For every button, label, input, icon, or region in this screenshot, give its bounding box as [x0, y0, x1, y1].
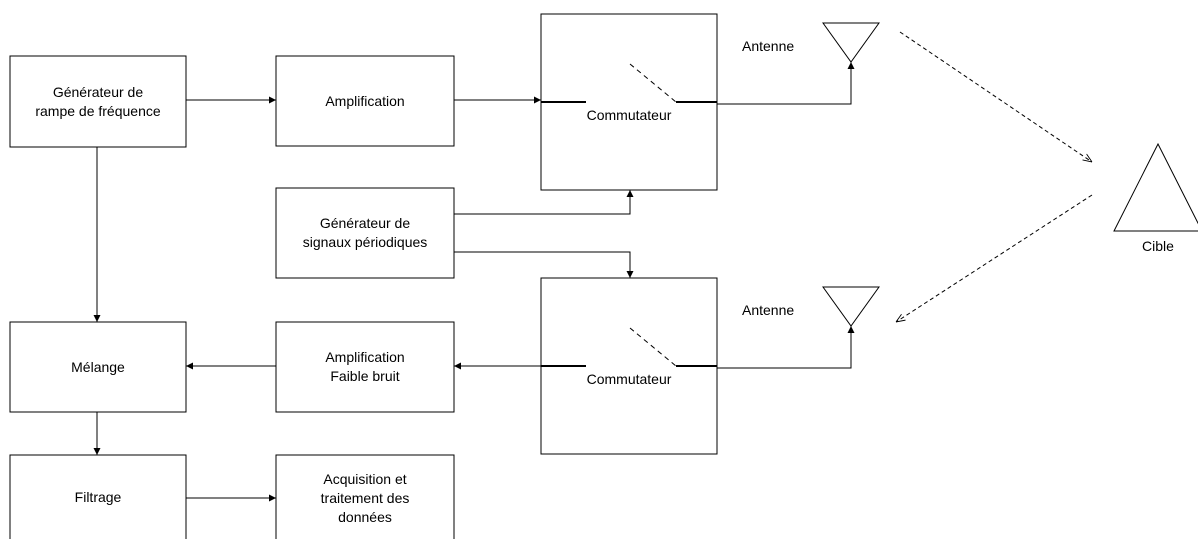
switch-tx-label: Commutateur — [586, 107, 672, 123]
acquisition-box — [275, 454, 455, 539]
lna-label: Amplification Faible bruit — [325, 349, 405, 384]
target-label: Cible — [1142, 238, 1174, 254]
antenna-tx-icon — [822, 22, 880, 63]
target-icon — [1113, 142, 1198, 232]
amplification-box — [275, 55, 455, 147]
tx-propagation-dashed-arrow — [899, 31, 1092, 162]
mixer-box — [9, 321, 187, 413]
signal-gen-to-switch-rx-arrow — [454, 251, 634, 278]
lna-box — [275, 321, 455, 413]
signal-generator-label: Générateur de signaux périodiques — [302, 215, 428, 250]
filter-box — [9, 454, 187, 539]
switch-tx-contacts — [541, 63, 717, 103]
signal-generator-box — [275, 187, 455, 279]
antenna-rx-icon — [822, 286, 880, 327]
switch-rx-contacts — [541, 327, 717, 367]
rx-propagation-dashed-arrow — [896, 194, 1093, 322]
filter-label: Filtrage — [74, 488, 122, 505]
amplification-label: Amplification — [325, 92, 405, 109]
antenna-tx-label: Antenne — [742, 38, 795, 54]
ramp-generator-label: Générateur de rampe de fréquence — [35, 83, 161, 119]
switch-tx-to-antenna-arrow — [717, 62, 855, 105]
signal-gen-to-switch-tx-arrow — [454, 190, 634, 215]
mixer-label: Mélange — [71, 358, 125, 375]
ramp-generator-box — [9, 55, 187, 148]
acquisition-label: Acquisition et traitement des données — [320, 471, 410, 525]
antenna-rx-label: Antenne — [742, 302, 795, 318]
antenna-to-switch-rx-line — [717, 326, 855, 369]
switch-rx-label: Commutateur — [586, 371, 672, 387]
